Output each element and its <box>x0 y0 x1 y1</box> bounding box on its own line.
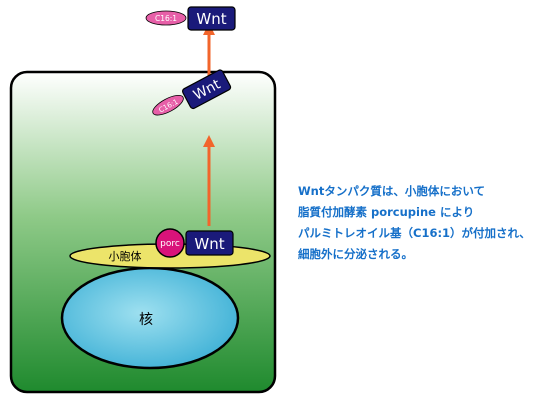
wnt-box-top <box>187 6 236 31</box>
wnt-c16-top: C16:1 Wnt <box>145 6 236 31</box>
c16-tag-top <box>145 10 187 26</box>
caption-line-1: Wntタンパク質は、小胞体において <box>298 184 486 198</box>
description-text: Wntタンパク質は、小胞体において 脂質付加酵素 porcupine により パ… <box>298 181 548 265</box>
caption-line-2: 脂質付加酵素 porcupine により <box>298 205 475 219</box>
c16-label-top: C16:1 <box>155 14 177 23</box>
c16-tag-mid <box>152 94 184 116</box>
wnt-box-mid <box>181 69 232 110</box>
er-label: 小胞体 <box>109 249 142 263</box>
wnt-porc-complex: porc Wnt <box>155 228 234 258</box>
nucleus-label: 核 <box>139 312 153 328</box>
wnt-label-top: Wnt <box>196 10 226 28</box>
wnt-box-bottom <box>185 230 234 256</box>
caption-line-3: パルミトレオイル基（C16:1）が付加され、 <box>298 226 531 240</box>
porc-label: porc <box>160 239 180 249</box>
wnt-label-bottom: Wnt <box>194 235 224 253</box>
caption-line-4: 細胞外に分泌される。 <box>298 247 413 261</box>
porc-circle <box>155 228 185 258</box>
